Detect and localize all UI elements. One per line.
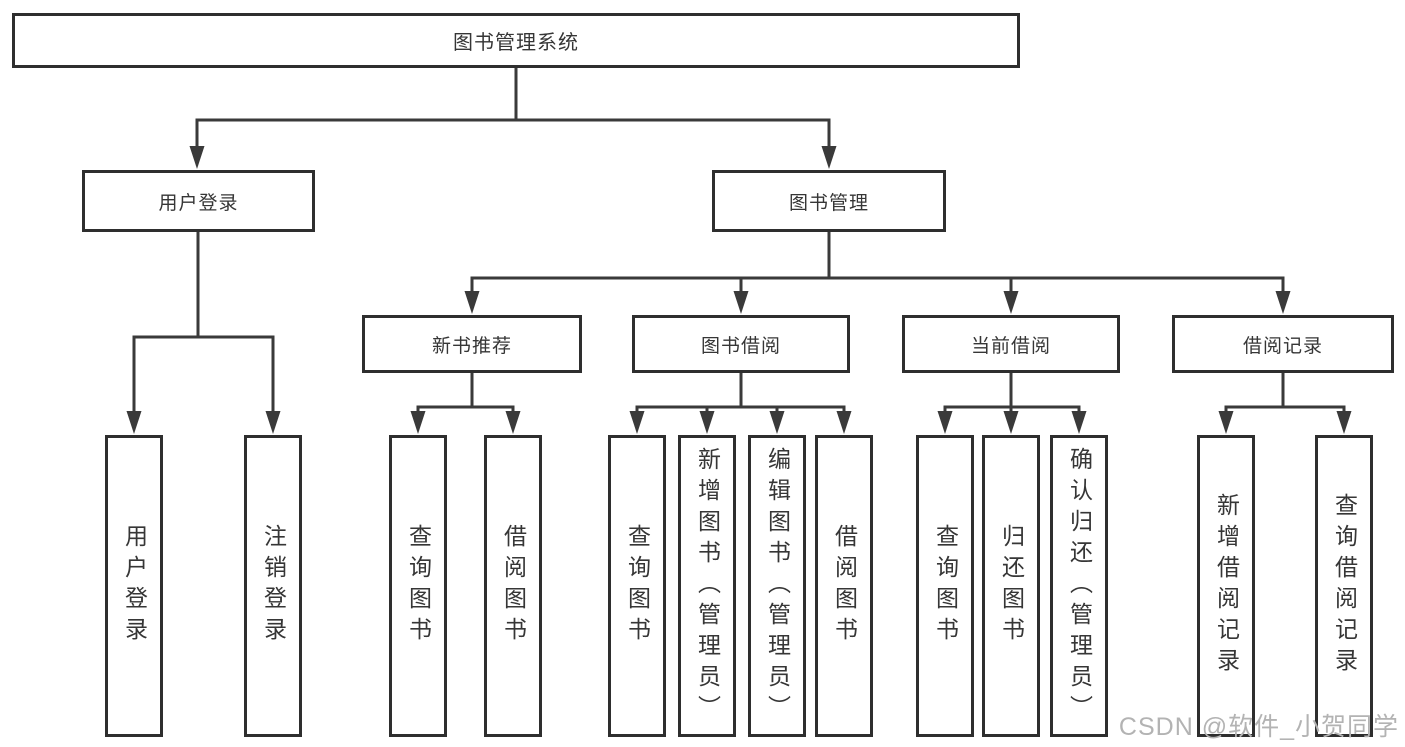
node-label: 借阅记录: [1242, 335, 1323, 357]
node-book-borrow: 图书借阅: [632, 315, 850, 373]
node-label: 图书管理: [788, 192, 869, 214]
node-label: 新增借阅记录: [1213, 493, 1240, 679]
leaf-query-borrow-record: 查询借阅记录: [1315, 435, 1373, 737]
leaf-add-book-admin: 新增图书（管理员）: [678, 435, 736, 737]
node-borrow-records: 借阅记录: [1172, 315, 1394, 373]
node-label: 查询图书: [624, 524, 651, 648]
node-label: 图书借阅: [700, 335, 781, 357]
leaf-confirm-return-admin: 确认归还（管理员）: [1050, 435, 1108, 737]
leaf-query-books-borrow: 查询图书: [608, 435, 666, 737]
node-label: 借阅图书: [831, 524, 858, 648]
node-label: 查询图书: [405, 524, 432, 648]
node-current-borrow: 当前借阅: [902, 315, 1120, 373]
leaf-query-books-recommend: 查询图书: [389, 435, 447, 737]
leaf-user-login: 用户登录: [105, 435, 163, 737]
node-label: 编辑图书（管理员）: [764, 446, 791, 726]
node-label: 注销登录: [260, 524, 287, 648]
leaf-borrow-books-recommend: 借阅图书: [484, 435, 542, 737]
leaf-borrow-books: 借阅图书: [815, 435, 873, 737]
node-label: 借阅图书: [500, 524, 527, 648]
node-label: 查询图书: [932, 524, 959, 648]
leaf-return-books: 归还图书: [982, 435, 1040, 737]
node-system-root: 图书管理系统: [12, 13, 1020, 68]
node-label: 新增图书（管理员）: [694, 446, 721, 726]
node-book-management: 图书管理: [712, 170, 946, 232]
node-new-book-recommend: 新书推荐: [362, 315, 582, 373]
node-label: 用户登录: [158, 192, 239, 214]
csdn-watermark: CSDN @软件_小贺同学: [1118, 713, 1399, 741]
node-label: 新书推荐: [431, 335, 512, 357]
leaf-logout: 注销登录: [244, 435, 302, 737]
node-user-login: 用户登录: [82, 170, 315, 232]
node-label: 归还图书: [998, 524, 1025, 648]
node-label: 确认归还（管理员）: [1066, 446, 1093, 726]
leaf-edit-book-admin: 编辑图书（管理员）: [748, 435, 806, 737]
node-label: 图书管理系统: [453, 32, 579, 54]
node-label: 用户登录: [121, 524, 148, 648]
leaf-query-books-current: 查询图书: [916, 435, 974, 737]
node-label: 当前借阅: [970, 335, 1051, 357]
leaf-add-borrow-record: 新增借阅记录: [1197, 435, 1255, 737]
node-label: 查询借阅记录: [1331, 493, 1358, 679]
